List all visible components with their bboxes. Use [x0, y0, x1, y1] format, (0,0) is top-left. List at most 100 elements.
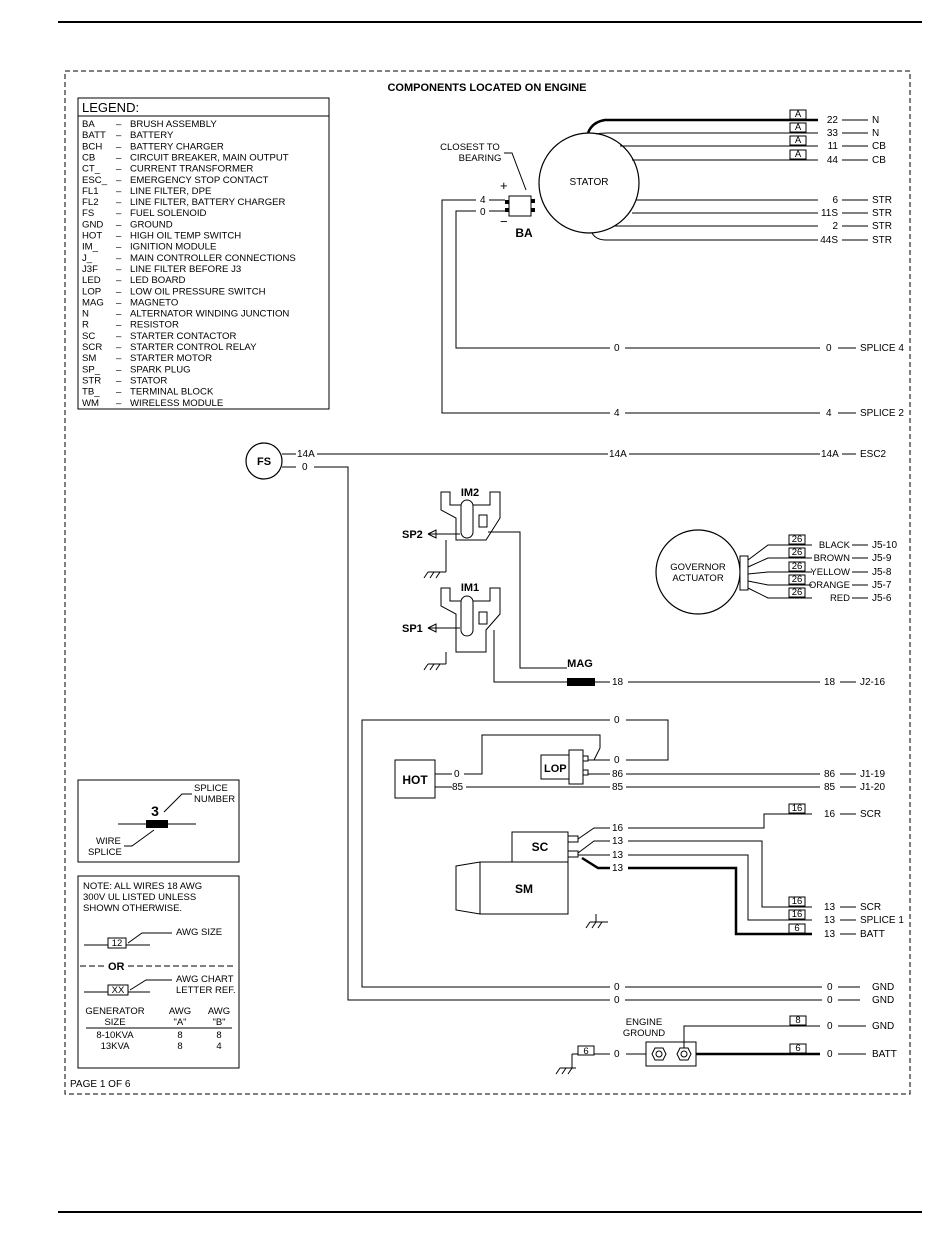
splice2-num: 4: [826, 408, 832, 419]
governor-wire: [747, 571, 812, 575]
actuator-label: ACTUATOR: [672, 573, 724, 584]
legend-desc: GROUND: [130, 219, 173, 230]
sp1-label: SP1: [402, 623, 423, 635]
wire-destination: GND: [872, 1021, 894, 1032]
a-subheader: "A": [173, 1017, 186, 1028]
note-line-2: 300V UL LISTED UNLESS: [83, 892, 196, 903]
legend-dash: –: [116, 197, 122, 208]
hot-0: 0: [454, 769, 460, 780]
engine-ground: ENGINE GROUND 0 6: [555, 1017, 820, 1075]
letter-ref-label: LETTER REF.: [176, 985, 236, 996]
mag-dest: J2-16: [860, 677, 885, 688]
wire-number: 13: [824, 915, 836, 926]
hot-label: HOT: [402, 773, 428, 787]
legend-dash: –: [116, 164, 122, 175]
wire-tag-box: [789, 1015, 807, 1026]
legend-desc: BATTERY: [130, 130, 174, 141]
engine-frame: [64, 70, 911, 1095]
wire-tag-box: [789, 135, 807, 146]
legend-desc: LINE FILTER, BATTERY CHARGER: [130, 197, 286, 208]
legend-desc: CIRCUIT BREAKER, MAIN OUTPUT: [130, 152, 289, 163]
legend-dash: –: [116, 119, 122, 130]
splice-label: SPLICE: [194, 783, 228, 794]
minus-sign: −: [500, 214, 508, 229]
wire-tag-box: [788, 574, 806, 585]
mag-18-left: 18: [612, 677, 624, 688]
wire-number: 22: [827, 115, 839, 126]
splice-number-example: 3: [151, 803, 159, 819]
gen-size-header: GENERATOR: [85, 1006, 144, 1017]
row2-size: 13KVA: [101, 1041, 131, 1052]
wire-tag: A: [795, 122, 802, 133]
wire-tag: 6: [794, 923, 799, 934]
legend-desc: SPARK PLUG: [130, 364, 191, 375]
legend-desc: CURRENT TRANSFORMER: [130, 164, 253, 175]
wire-tag-box: [789, 149, 807, 160]
legend: LEGEND: BA–BRUSH ASSEMBLYBATT–BATTERYBCH…: [77, 97, 330, 410]
splice-4-row: 0 0 SPLICE 4: [614, 343, 904, 354]
legend-header: LEGEND:: [82, 100, 139, 115]
legend-dash: –: [116, 387, 122, 398]
hl-85-mid: 85: [612, 782, 624, 793]
legend-desc: LED BOARD: [130, 275, 186, 286]
legend-dash: –: [116, 242, 122, 253]
legend-code: BCH: [82, 141, 102, 152]
legend-desc: LINE FILTER BEFORE J3: [130, 264, 241, 275]
ba-wire-4: 4: [480, 195, 486, 206]
wire-destination: J5-10: [872, 540, 897, 551]
wire-color: YELLOW: [810, 567, 850, 578]
wire-number: 0: [827, 1049, 833, 1060]
bearing-label: BEARING: [459, 153, 502, 164]
legend-code: GND: [82, 219, 103, 230]
legend-code: J3F: [82, 264, 98, 275]
governor-wire: [747, 587, 812, 599]
splice-2-row: 4 4 SPLICE 2: [614, 408, 904, 419]
legend-dash: –: [116, 253, 122, 264]
fs-14a-left: 14A: [297, 449, 315, 460]
gnd1-mid: 0: [614, 982, 620, 993]
wire-number: 33: [827, 128, 839, 139]
splice4-dest: SPLICE 4: [860, 343, 904, 354]
lop-0: 0: [614, 755, 620, 766]
legend-dash: –: [116, 264, 122, 275]
wire-tag: A: [795, 149, 802, 160]
starter-wire: [628, 813, 812, 829]
wire-tag: 26: [792, 574, 803, 585]
fs-14a-mid: 14A: [609, 449, 627, 460]
legend-dash: –: [116, 398, 122, 409]
diagram-title: COMPONENTS LOCATED ON ENGINE: [387, 82, 586, 94]
wire-number: 11: [828, 141, 839, 152]
fuel-solenoid: FS 14A 14A 14A ESC2 0: [245, 442, 887, 1001]
sc-label: SC: [532, 840, 549, 854]
wire-left-number: 13: [612, 836, 624, 847]
legend-code: SC: [82, 331, 95, 342]
plus-sign: +: [500, 178, 508, 193]
governor-label: GOVERNOR: [670, 562, 726, 573]
legend-dash: –: [116, 130, 122, 141]
starter-section: SC SM: [455, 827, 610, 929]
splice2-mid: 4: [614, 408, 620, 419]
splice4-num: 0: [826, 343, 832, 354]
wire-tag: A: [795, 109, 802, 120]
wire-destination: STR: [872, 195, 892, 206]
awg-size-label: AWG SIZE: [176, 927, 222, 938]
wire-tag-box: [788, 803, 806, 814]
wire-tag: 8: [795, 1015, 800, 1026]
note-line-1: NOTE: ALL WIRES 18 AWG: [83, 881, 202, 892]
brush-assembly: CLOSEST TO BEARING + − BA 4 0: [440, 142, 610, 414]
hot-85: 85: [452, 782, 464, 793]
wire-tag: 16: [792, 896, 803, 907]
legend-desc: HIGH OIL TEMP SWITCH: [130, 231, 241, 242]
im1-label: IM1: [461, 582, 479, 594]
legend-dash: –: [116, 152, 122, 163]
legend-dash: –: [116, 286, 122, 297]
